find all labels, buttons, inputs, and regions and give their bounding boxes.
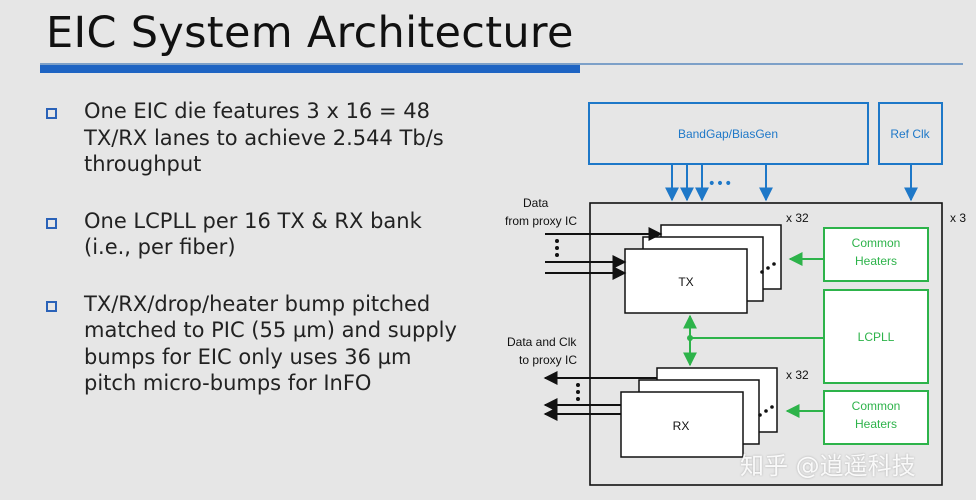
bullet-item: One LCPLL per 16 TX & RX bank (i.e., per… xyxy=(46,208,466,261)
ellipsis-dots: ••• xyxy=(708,176,733,192)
lcpll-block xyxy=(823,289,929,384)
common-heaters-tx-block xyxy=(823,227,929,282)
tx-stack-dots xyxy=(760,262,776,274)
refclk-label: Ref Clk xyxy=(890,127,930,141)
tx-input-dots xyxy=(555,239,559,257)
rx-block xyxy=(620,391,744,458)
common-heaters-tx-label-2: Heaters xyxy=(855,254,897,268)
page-title: EIC System Architecture xyxy=(46,8,574,58)
square-bullet-icon xyxy=(46,217,57,229)
rx-label: RX xyxy=(673,419,690,433)
title-rule-thin xyxy=(40,63,963,65)
data-out-label-2: to proxy IC xyxy=(519,353,577,367)
data-out-label-1: Data and Clk xyxy=(507,335,577,349)
tx-block xyxy=(624,248,748,314)
bullet-item: TX/RX/drop/heater bump pitched matched t… xyxy=(46,291,466,397)
title-rule-accent xyxy=(40,65,580,73)
data-in-label-2: from proxy IC xyxy=(505,214,577,228)
watermark: 知乎 @逍遥科技 xyxy=(740,452,916,480)
bullet-list: One EIC die features 3 x 16 = 48 TX/RX l… xyxy=(46,98,466,422)
bullet-text: One LCPLL per 16 TX & RX bank (i.e., per… xyxy=(84,208,422,260)
bandgap-block xyxy=(588,102,869,165)
bullet-text: One EIC die features 3 x 16 = 48 TX/RX l… xyxy=(84,99,444,176)
x32-rx-label: x 32 xyxy=(786,368,809,382)
tx-label: TX xyxy=(678,275,693,289)
bandgap-label: BandGap/BiasGen xyxy=(678,127,778,141)
eic-die-box xyxy=(589,202,943,486)
common-heaters-rx-block xyxy=(823,390,929,445)
common-heaters-tx-label-1: Common xyxy=(852,236,901,250)
lcpll-label: LCPLL xyxy=(858,330,895,344)
common-heaters-rx-label-1: Common xyxy=(852,399,901,413)
bullet-item: One EIC die features 3 x 16 = 48 TX/RX l… xyxy=(46,98,466,178)
common-heaters-rx-label-2: Heaters xyxy=(855,417,897,431)
square-bullet-icon xyxy=(46,108,57,119)
x3-label: x 3 xyxy=(950,211,966,225)
bullet-text: TX/RX/drop/heater bump pitched matched t… xyxy=(84,291,457,396)
rx-stack-dots xyxy=(758,405,774,417)
lcpll-junction xyxy=(687,335,693,341)
rx-output-dots xyxy=(576,383,580,401)
data-in-label-1: Data xyxy=(523,196,549,210)
square-bullet-icon xyxy=(46,300,57,312)
x32-tx-label: x 32 xyxy=(786,211,809,225)
